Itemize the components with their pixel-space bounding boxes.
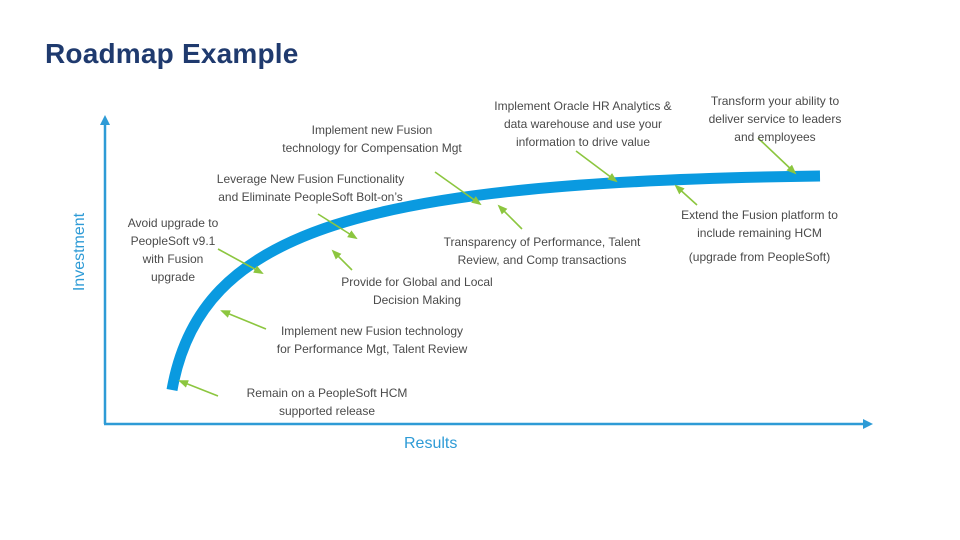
- page-title: Roadmap Example: [45, 38, 299, 69]
- milestone-label: Extend the Fusion platform to include re…: [681, 208, 838, 240]
- milestone-label: Provide for Global and Local Decision Ma…: [341, 275, 493, 307]
- milestone-label: Implement new Fusion technology for Perf…: [276, 324, 468, 356]
- milestone-arrow: [757, 137, 797, 175]
- milestone-label: Implement new Fusion technology for Comp…: [282, 123, 462, 155]
- milestone-arrow: [575, 150, 618, 183]
- milestone-arrow: [674, 184, 698, 206]
- roadmap-curve: [166, 170, 821, 391]
- milestone-arrow: [331, 249, 353, 271]
- milestone-label: (upgrade from PeopleSoft): [688, 250, 831, 264]
- milestone-arrow: [217, 248, 264, 274]
- milestone-arrow: [497, 204, 523, 230]
- y-axis-label: Investment: [71, 212, 88, 292]
- milestone-arrow: [434, 171, 482, 206]
- milestone-arrow: [317, 213, 358, 240]
- milestone-label: Avoid upgrade to PeopleSoft v9.1 with Fu…: [127, 216, 219, 284]
- milestone-arrow: [178, 380, 219, 397]
- x-axis-label: Results: [404, 435, 458, 452]
- milestone-label: Remain on a PeopleSoft HCM supported rel…: [246, 386, 408, 418]
- milestone-label: Implement Oracle HR Analytics & data war…: [494, 99, 672, 149]
- milestone-label: Transparency of Performance, Talent Revi…: [443, 235, 641, 267]
- milestone-label: Transform your ability to deliver servic…: [708, 94, 842, 144]
- milestone-label: Leverage New Fusion Functionality and El…: [216, 172, 405, 204]
- milestone-arrow: [220, 310, 267, 330]
